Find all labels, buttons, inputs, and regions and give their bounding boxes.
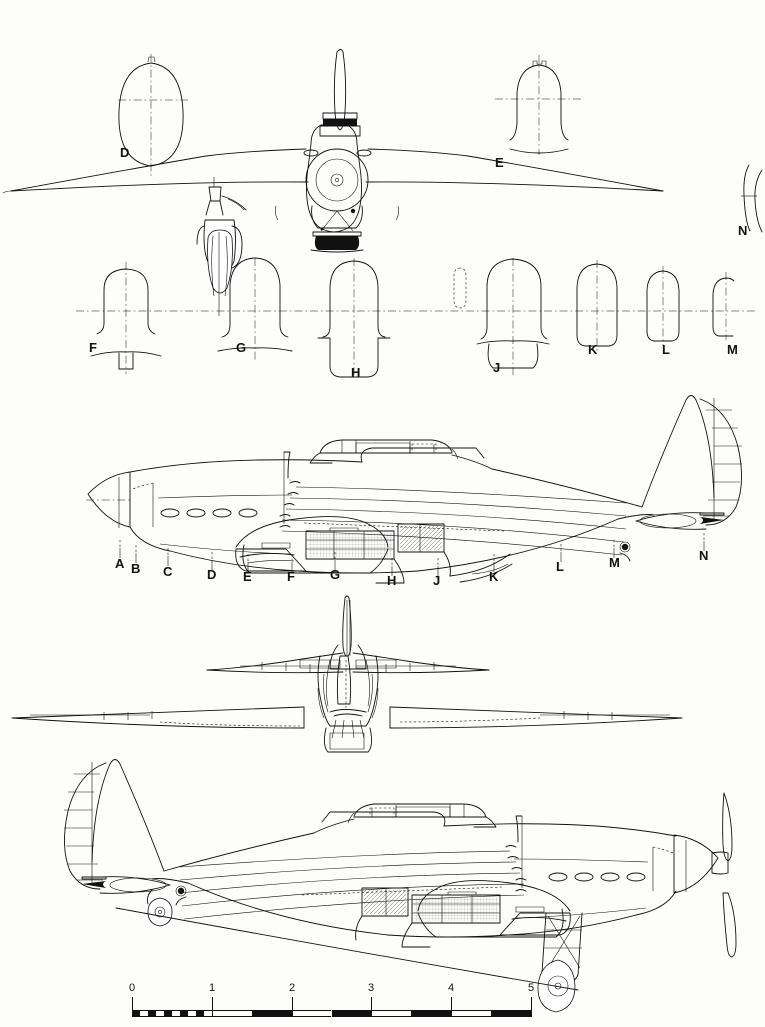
cross-section-F xyxy=(90,262,162,374)
section-label-F: F xyxy=(89,340,97,355)
station-label-D: D xyxy=(207,567,217,582)
cross-section-G xyxy=(217,257,293,362)
cross-section-K xyxy=(576,260,618,352)
section-label-D: D xyxy=(120,145,130,160)
station-label-J: J xyxy=(433,573,441,588)
station-label-M: M xyxy=(609,555,620,570)
oil-cooler-right xyxy=(361,887,409,917)
station-label-E: E xyxy=(243,569,252,584)
station-label-L: L xyxy=(556,559,564,574)
section-label-K: K xyxy=(588,342,598,357)
radiator-box-right xyxy=(411,891,501,924)
station-label-N: N xyxy=(699,548,709,563)
side-view-left xyxy=(86,395,742,584)
station-tick-marks xyxy=(119,533,705,576)
station-label-G: G xyxy=(330,567,341,582)
section-label-J: J xyxy=(493,360,501,375)
station-label-F: F xyxy=(287,569,295,584)
radiator-box xyxy=(305,527,395,560)
station-label-A: A xyxy=(115,556,125,571)
cross-section-N xyxy=(741,164,763,233)
cross-section-J xyxy=(476,258,550,378)
cross-section-row-2 xyxy=(76,164,763,378)
station-label-C: C xyxy=(163,564,173,579)
cross-section-small-dashed xyxy=(453,267,467,309)
section-label-G: G xyxy=(236,340,247,355)
cockpit-canopy xyxy=(309,439,459,464)
rear-view xyxy=(11,595,683,753)
side-view-right xyxy=(64,759,737,1013)
section-label-M: M xyxy=(727,342,738,357)
section-label-N-top: N xyxy=(738,223,748,238)
oil-cooler xyxy=(397,523,445,553)
cross-section-M xyxy=(712,272,735,340)
front-view xyxy=(2,49,664,316)
section-label-E: E xyxy=(495,155,504,170)
cross-section-H xyxy=(317,258,391,378)
station-label-K: K xyxy=(489,569,499,584)
cross-section-E xyxy=(495,55,583,155)
section-label-L: L xyxy=(662,342,670,357)
cockpit-canopy-right xyxy=(347,803,497,828)
section-label-H: H xyxy=(351,365,361,380)
station-label-B: B xyxy=(131,561,141,576)
station-label-H: H xyxy=(387,573,397,588)
main-landing-gear xyxy=(196,177,247,316)
cross-section-L xyxy=(646,266,680,346)
